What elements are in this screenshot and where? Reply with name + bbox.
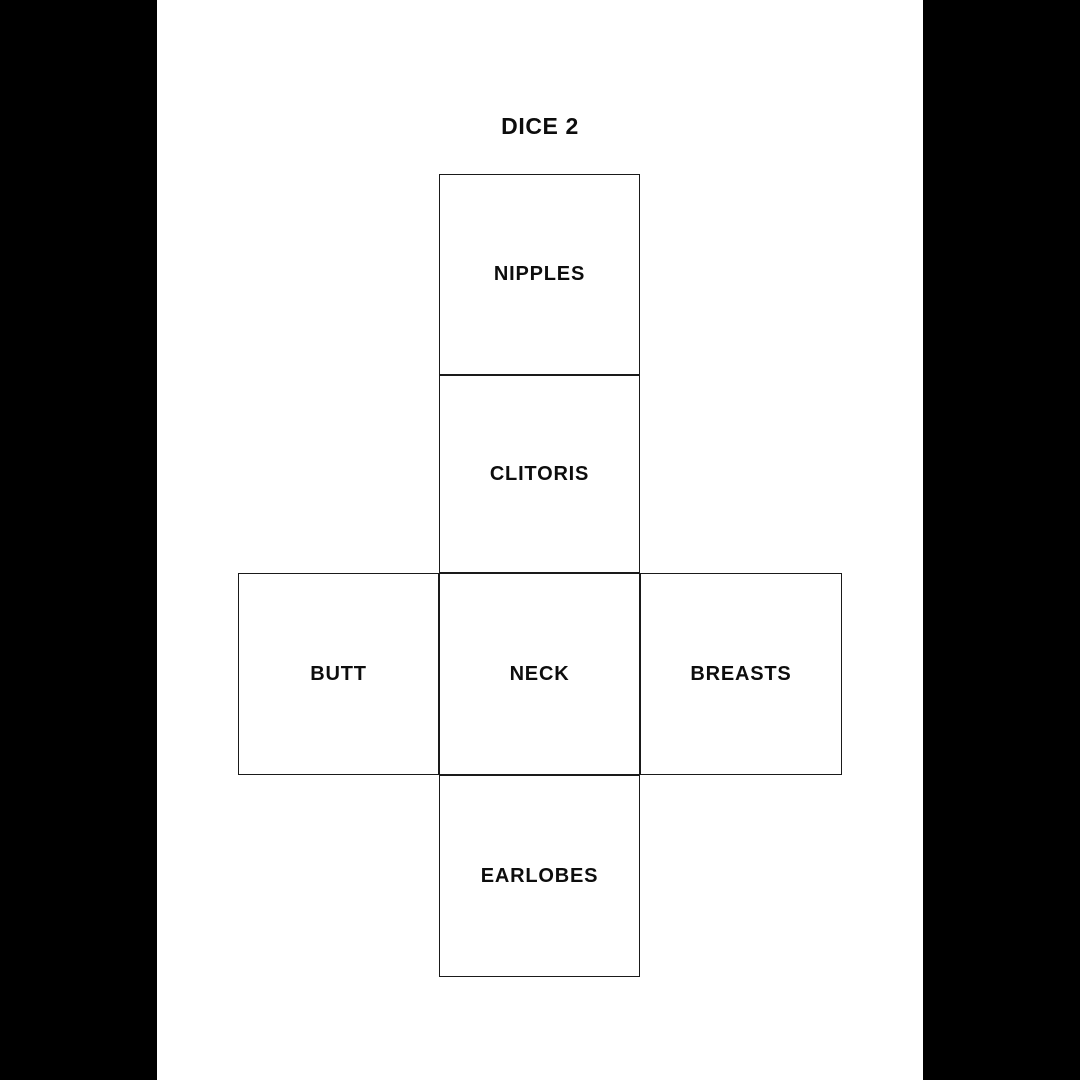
cube-face-upper-middle[interactable]: CLITORIS — [439, 375, 640, 573]
cube-face-center-label: NECK — [509, 662, 570, 685]
cube-face-right[interactable]: BREASTS — [640, 573, 842, 775]
cube-face-right-label: BREASTS — [690, 662, 792, 685]
cube-face-bottom-label: EARLOBES — [480, 864, 599, 887]
cube-net-diagram: NIPPLES CLITORIS BUTT NECK BREASTS EARLO… — [157, 0, 923, 1080]
cube-face-top[interactable]: NIPPLES — [439, 174, 640, 375]
cube-face-left[interactable]: BUTT — [238, 573, 439, 775]
paper-canvas: DICE 2 NIPPLES CLITORIS BUTT NECK BREAST… — [157, 0, 923, 1080]
cube-face-bottom[interactable]: EARLOBES — [439, 775, 640, 977]
cube-face-top-label: NIPPLES — [493, 263, 586, 285]
letterbox-bar-left — [0, 0, 157, 1080]
letterbox-bar-right — [923, 0, 1080, 1080]
page-title: DICE 2 — [501, 113, 579, 139]
cube-face-center[interactable]: NECK — [439, 573, 640, 775]
cube-face-left-label: BUTT — [310, 662, 367, 685]
cube-face-upper-middle-label: CLITORIS — [489, 462, 590, 485]
